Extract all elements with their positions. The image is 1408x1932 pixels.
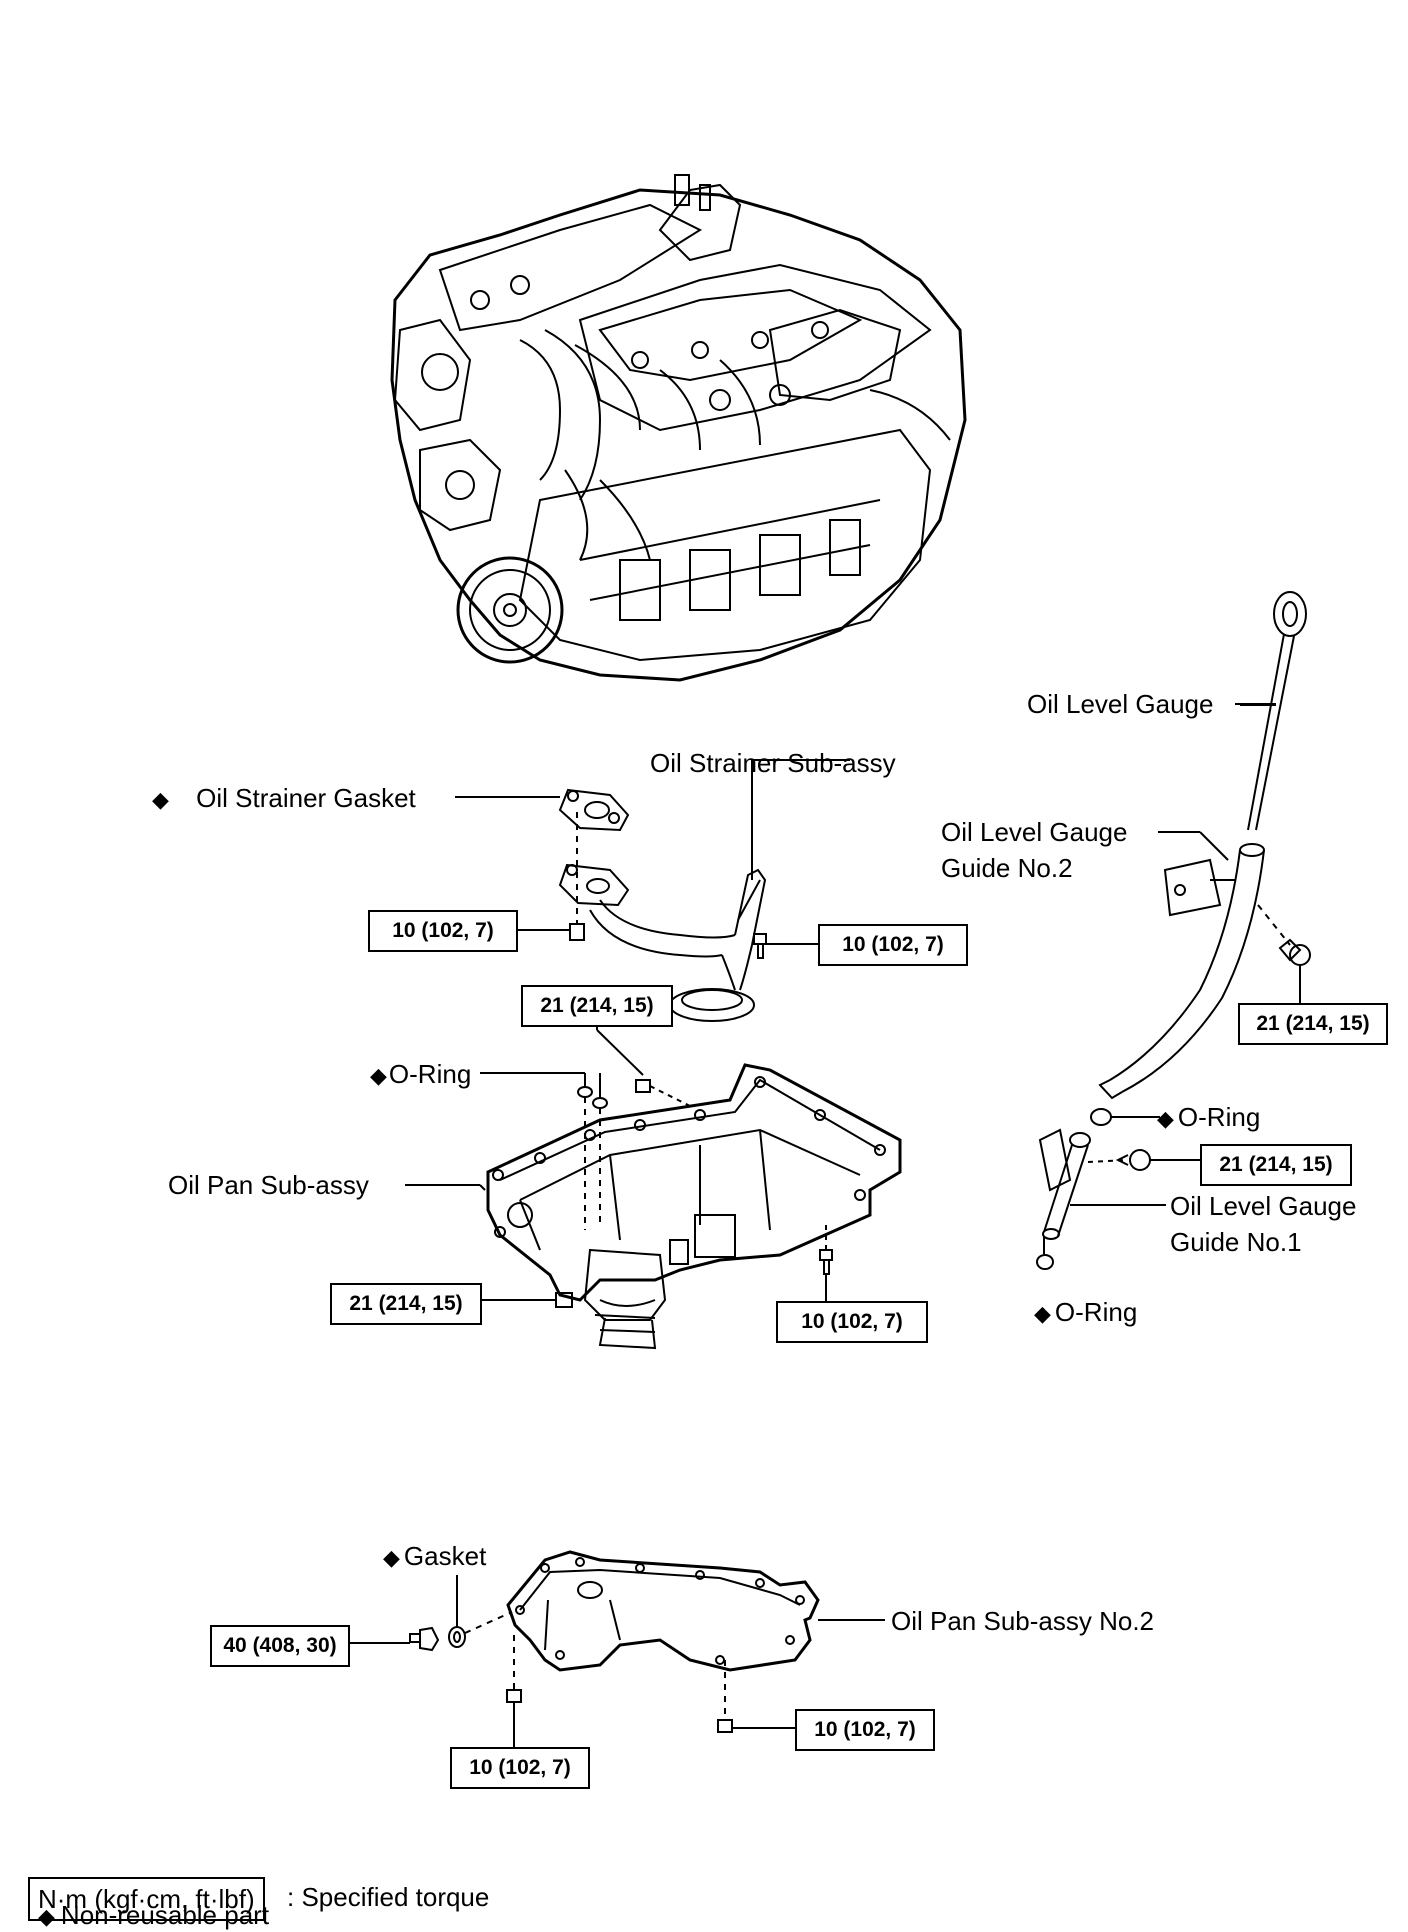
legend-torque-desc: : Specified torque	[287, 1882, 490, 1912]
label-oil-strainer-gasket-text: Oil Strainer Gasket	[196, 783, 416, 813]
non-reusable-icon: ◆	[1157, 1106, 1174, 1131]
oil-pan-subassy-no2-part	[506, 1550, 885, 1672]
label-o-ring-gauge-lower-text: O-Ring	[1054, 1297, 1138, 1327]
o-ring-gauge-lower-part	[1036, 1254, 1054, 1270]
label-oil-strainer-subassy: Oil Strainer Sub-assy	[650, 748, 896, 778]
label-oil-level-gauge-guide-no1-line2: Guide No.1	[1170, 1227, 1302, 1257]
drain-plug-and-gasket	[345, 1575, 513, 1652]
oil-pan-subassy-part	[486, 1063, 902, 1350]
label-o-ring-gauge-upper-text: O-Ring	[1177, 1102, 1261, 1132]
label-oil-strainer-gasket: ◆ Oil Strainer Gasket	[152, 783, 416, 815]
torque-gauge-guide-bolt: 21 (214, 15)	[1238, 1003, 1388, 1045]
strainer-nut-left	[515, 812, 585, 941]
label-oil-pan-subassy: Oil Pan Sub-assy	[168, 1170, 369, 1200]
pan-o-rings	[480, 1072, 608, 1230]
label-oil-level-gauge: Oil Level Gauge	[1027, 689, 1214, 719]
label-oil-level-gauge-guide-no2-line1: Oil Level Gauge	[941, 817, 1128, 847]
label-gasket: ◆Gasket	[383, 1541, 486, 1573]
torque-pan-front: 21 (214, 15)	[330, 1283, 482, 1325]
label-oil-level-gauge-guide-no2-line2: Guide No.2	[941, 853, 1073, 883]
non-reusable-icon: ◆	[1034, 1301, 1051, 1326]
oil-level-gauge-guide-no2-part	[1098, 843, 1311, 1100]
label-o-ring-gauge-upper: ◆O-Ring	[1157, 1102, 1260, 1134]
non-reusable-icon: ◆	[370, 1063, 387, 1088]
oil-level-gauge-guide-no1-part	[1038, 1128, 1200, 1240]
oil-strainer-subassy-part	[558, 759, 850, 1022]
non-reusable-icon: ◆	[38, 1904, 55, 1929]
torque-strainer-left: 10 (102, 7)	[368, 910, 518, 952]
torque-pan-rear: 10 (102, 7)	[776, 1301, 928, 1343]
torque-strainer-right: 10 (102, 7)	[818, 924, 968, 966]
o-ring-gauge-upper-part	[1090, 1108, 1112, 1126]
label-o-ring-pan: ◆O-Ring	[370, 1059, 471, 1091]
engine-illustration	[390, 174, 967, 682]
legend-non-reusable: ◆Non-reusable part	[38, 1900, 269, 1932]
torque-pan-top: 21 (214, 15)	[521, 985, 673, 1027]
oil-level-gauge-part	[1240, 591, 1307, 831]
label-o-ring-gauge-lower: ◆O-Ring	[1034, 1297, 1137, 1329]
label-gasket-text: Gasket	[403, 1541, 487, 1571]
pan-rear-bolt	[819, 1225, 833, 1305]
non-reusable-icon: ◆	[152, 787, 169, 812]
torque-pan2-left: 10 (102, 7)	[450, 1747, 590, 1789]
torque-pan2-right: 10 (102, 7)	[795, 1709, 935, 1751]
strainer-bolt-right	[753, 933, 818, 959]
torque-gauge-guide-no1-bolt: 21 (214, 15)	[1200, 1144, 1352, 1186]
legend-torque-unit: N·m (kgf·cm, ft·lbf)	[28, 1877, 265, 1921]
label-oil-pan-subassy-no2: Oil Pan Sub-assy No.2	[891, 1606, 1155, 1636]
label-oil-level-gauge-guide-no1-line1: Oil Level Gauge	[1170, 1191, 1357, 1221]
pan2-nuts	[506, 1635, 795, 1748]
oil-strainer-gasket-part	[455, 788, 630, 832]
torque-drain-plug: 40 (408, 30)	[210, 1625, 350, 1667]
non-reusable-icon: ◆	[383, 1545, 400, 1570]
pan-front-nut	[480, 1292, 573, 1308]
label-o-ring-pan-text: O-Ring	[388, 1059, 472, 1089]
legend-non-reusable-text: Non-reusable part	[60, 1900, 270, 1930]
